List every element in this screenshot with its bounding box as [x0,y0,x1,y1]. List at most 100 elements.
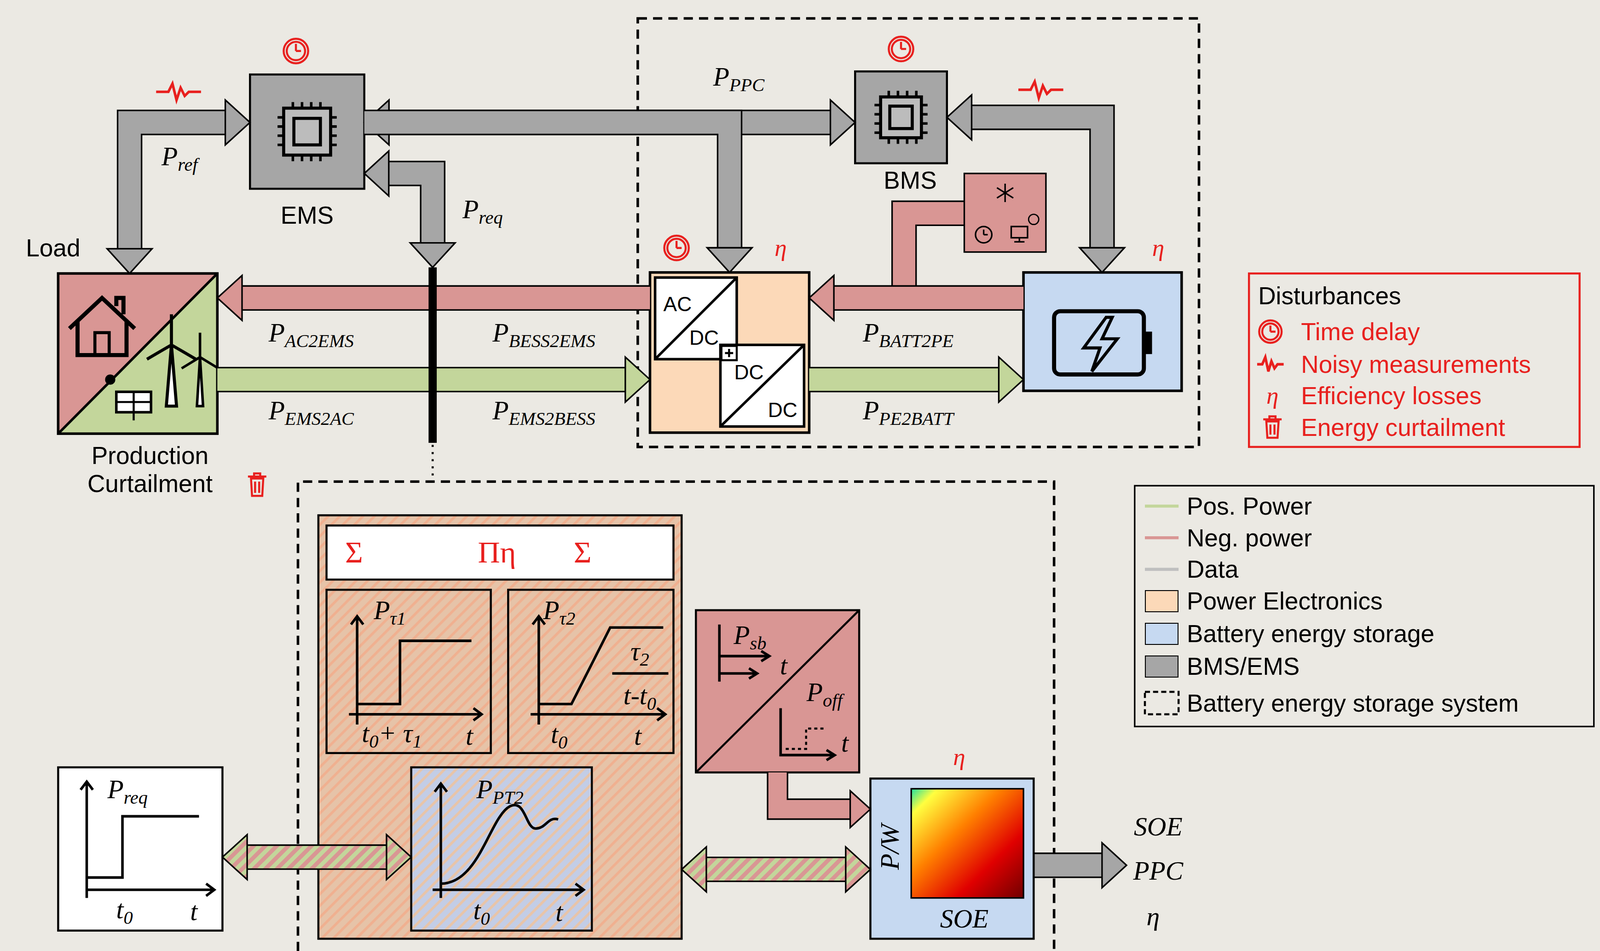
ramp-plot: Pτ2 τ2 t-t0 t0 t [508,589,674,754]
node-text: η [953,743,965,772]
edge-label: PPPC [713,61,765,96]
legend-symbol: η [1266,381,1279,411]
legend-text: Neg. power [1186,523,1312,552]
legend-text: Data [1186,555,1239,584]
node-text: AC [663,292,693,316]
auxiliary-box [964,173,1046,253]
node-text: t [190,895,198,927]
battery-box: η [1023,272,1182,391]
bus-bar [428,267,437,443]
standby-offset-box: PsbtPofft [695,610,860,773]
node-text: DC [768,398,798,422]
legend-title: Disturbances [1258,281,1402,310]
power-arrow [947,94,1125,273]
standby-box [695,610,860,773]
power-electronics-box: ηACDCDCDC [650,272,810,433]
node-text: Πη [477,534,516,570]
legend-text: Efficiency losses [1300,381,1482,411]
node-text: τ2 [630,635,650,671]
legend-swatch [1144,622,1179,646]
power-arrow [777,772,871,828]
node-text: Pτ2 [542,594,576,630]
edge-label: PBATT2PE [862,317,954,353]
node-text: t [779,650,788,681]
legend-text: Energy curtailment [1300,413,1506,442]
battery-map-box [870,778,1034,939]
pe-box [650,272,810,433]
power-arrow [681,846,871,892]
node-text: Psb [733,619,767,654]
power-arrow [808,357,1024,403]
legend-text: Pos. Power [1186,491,1312,520]
legend-text: BMS/EMS [1186,652,1300,681]
legend-text: Time delay [1300,317,1420,346]
node-text: BMS [883,166,937,195]
legend-text: Noisy measurements [1300,350,1531,379]
power-arrow [222,834,411,880]
legend-swatch [1144,655,1179,678]
node-text: t-t0 [623,679,657,715]
node-text: t0 [473,895,491,930]
node-text: t0 [115,894,133,929]
legend-frames [1134,273,1595,727]
legend-swatch [1144,589,1179,613]
battery-box [1023,272,1182,391]
node-text: Pτ1 [373,594,406,630]
output-label: PPC [1132,854,1184,886]
node-text: SOE [940,903,989,934]
legend-text: Power Electronics [1186,586,1383,615]
node-text: t [465,720,474,751]
node-text: Preq [107,773,148,809]
node-text: DC [689,325,719,350]
bms-box [854,71,948,164]
legend-text: Battery energy storage system [1186,688,1520,717]
output-label: η [1146,901,1160,932]
power-arrow [808,275,1024,321]
clock-icons [283,36,1282,565]
node-text: η [774,233,787,262]
node-text: t0+ τ1 [361,717,422,752]
signal-name: Preq [462,194,503,229]
power-label: PEMS2AC [268,395,354,430]
node-text: PPT2 [476,773,524,809]
node-text: η [1152,233,1165,262]
legend-text: Battery energy storage [1186,619,1435,648]
ems-box: EMS [249,74,364,189]
model-region [298,444,1055,951]
node-text: P/W [874,824,905,870]
node-text: Σ [573,534,592,570]
efficiency-map-box: ηP/WSOE [870,778,1034,939]
noise-icons [155,81,1284,561]
node-text: Σ [345,534,364,570]
edge-label: Pref [161,140,198,176]
ems-box [249,74,364,189]
node-text: Production Curtailment [52,441,247,498]
power-arrow [364,122,753,273]
node-text: t [841,727,849,758]
preq-arrow [364,150,456,268]
node-text: Load [25,233,81,262]
edge-label: PEMS2BESS [492,395,595,430]
load-production-box [57,273,219,434]
node-text: DC [734,360,764,385]
node-text: EMS [280,201,334,230]
pe-model-box: ΣΠηΣPτ1t0+ τ1tPτ2τ2t-t0t0tPPT2t0t [318,515,682,939]
edge-label: PPE2BATT [862,395,954,430]
output-label: SOE [1133,811,1183,842]
node-text: Poff [806,676,843,712]
power-label: PAC2EMS [268,317,354,353]
node-text: t [555,896,563,928]
edge-label: PBESS2EMS [492,317,595,353]
pe-model-box [318,514,682,939]
power-arrow [107,99,250,274]
delay-step-plot: Pτ1 t0+ τ1 t [326,589,491,754]
node-text: t [634,720,642,751]
bms-box: BMS [854,71,948,164]
output-arrow [1033,842,1127,888]
load-production-box: LoadProduction Curtailment [57,273,218,434]
node-text: t0 [550,718,568,754]
